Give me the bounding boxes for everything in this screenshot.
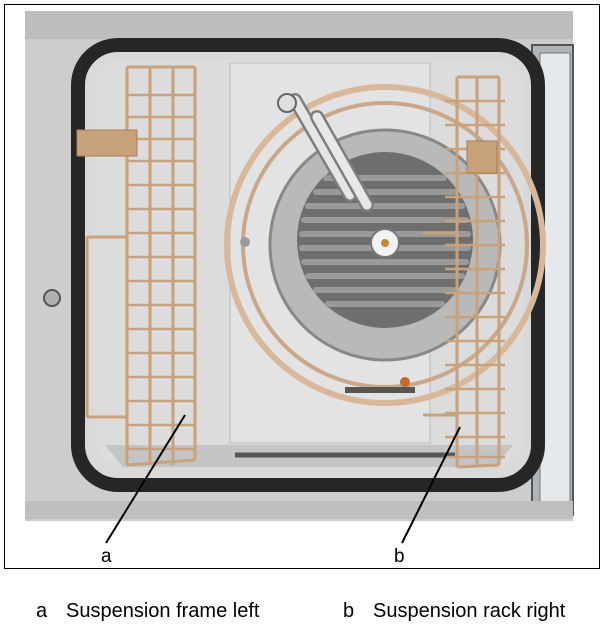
bottom-fitting	[345, 387, 415, 393]
cavity-port	[240, 237, 250, 247]
fan-center	[381, 239, 389, 247]
sensor-dot	[400, 377, 410, 387]
legend-key-b: b	[343, 600, 355, 622]
oven-base	[25, 501, 573, 519]
legend-key-a: a	[36, 600, 48, 622]
core-probe	[277, 93, 374, 212]
legend-text-a: Suspension frame left	[66, 600, 260, 622]
side-knob	[43, 289, 61, 307]
leader-line-b	[401, 426, 461, 544]
callout-a: a	[101, 546, 112, 567]
suspension-rack-right	[423, 75, 505, 469]
legend-item-a: a Suspension frame left	[36, 600, 259, 623]
leader-line-a	[105, 414, 186, 544]
legend-text-b: Suspension rack right	[373, 600, 566, 622]
oven-top-panel	[25, 11, 573, 39]
callout-b: b	[394, 546, 405, 567]
suspension-frame-left	[76, 65, 197, 467]
oven-illustration	[25, 11, 574, 544]
heating-element-ring-outer	[224, 84, 546, 406]
legend-item-b: b Suspension rack right	[343, 600, 565, 623]
figure-frame: a b	[4, 4, 600, 569]
